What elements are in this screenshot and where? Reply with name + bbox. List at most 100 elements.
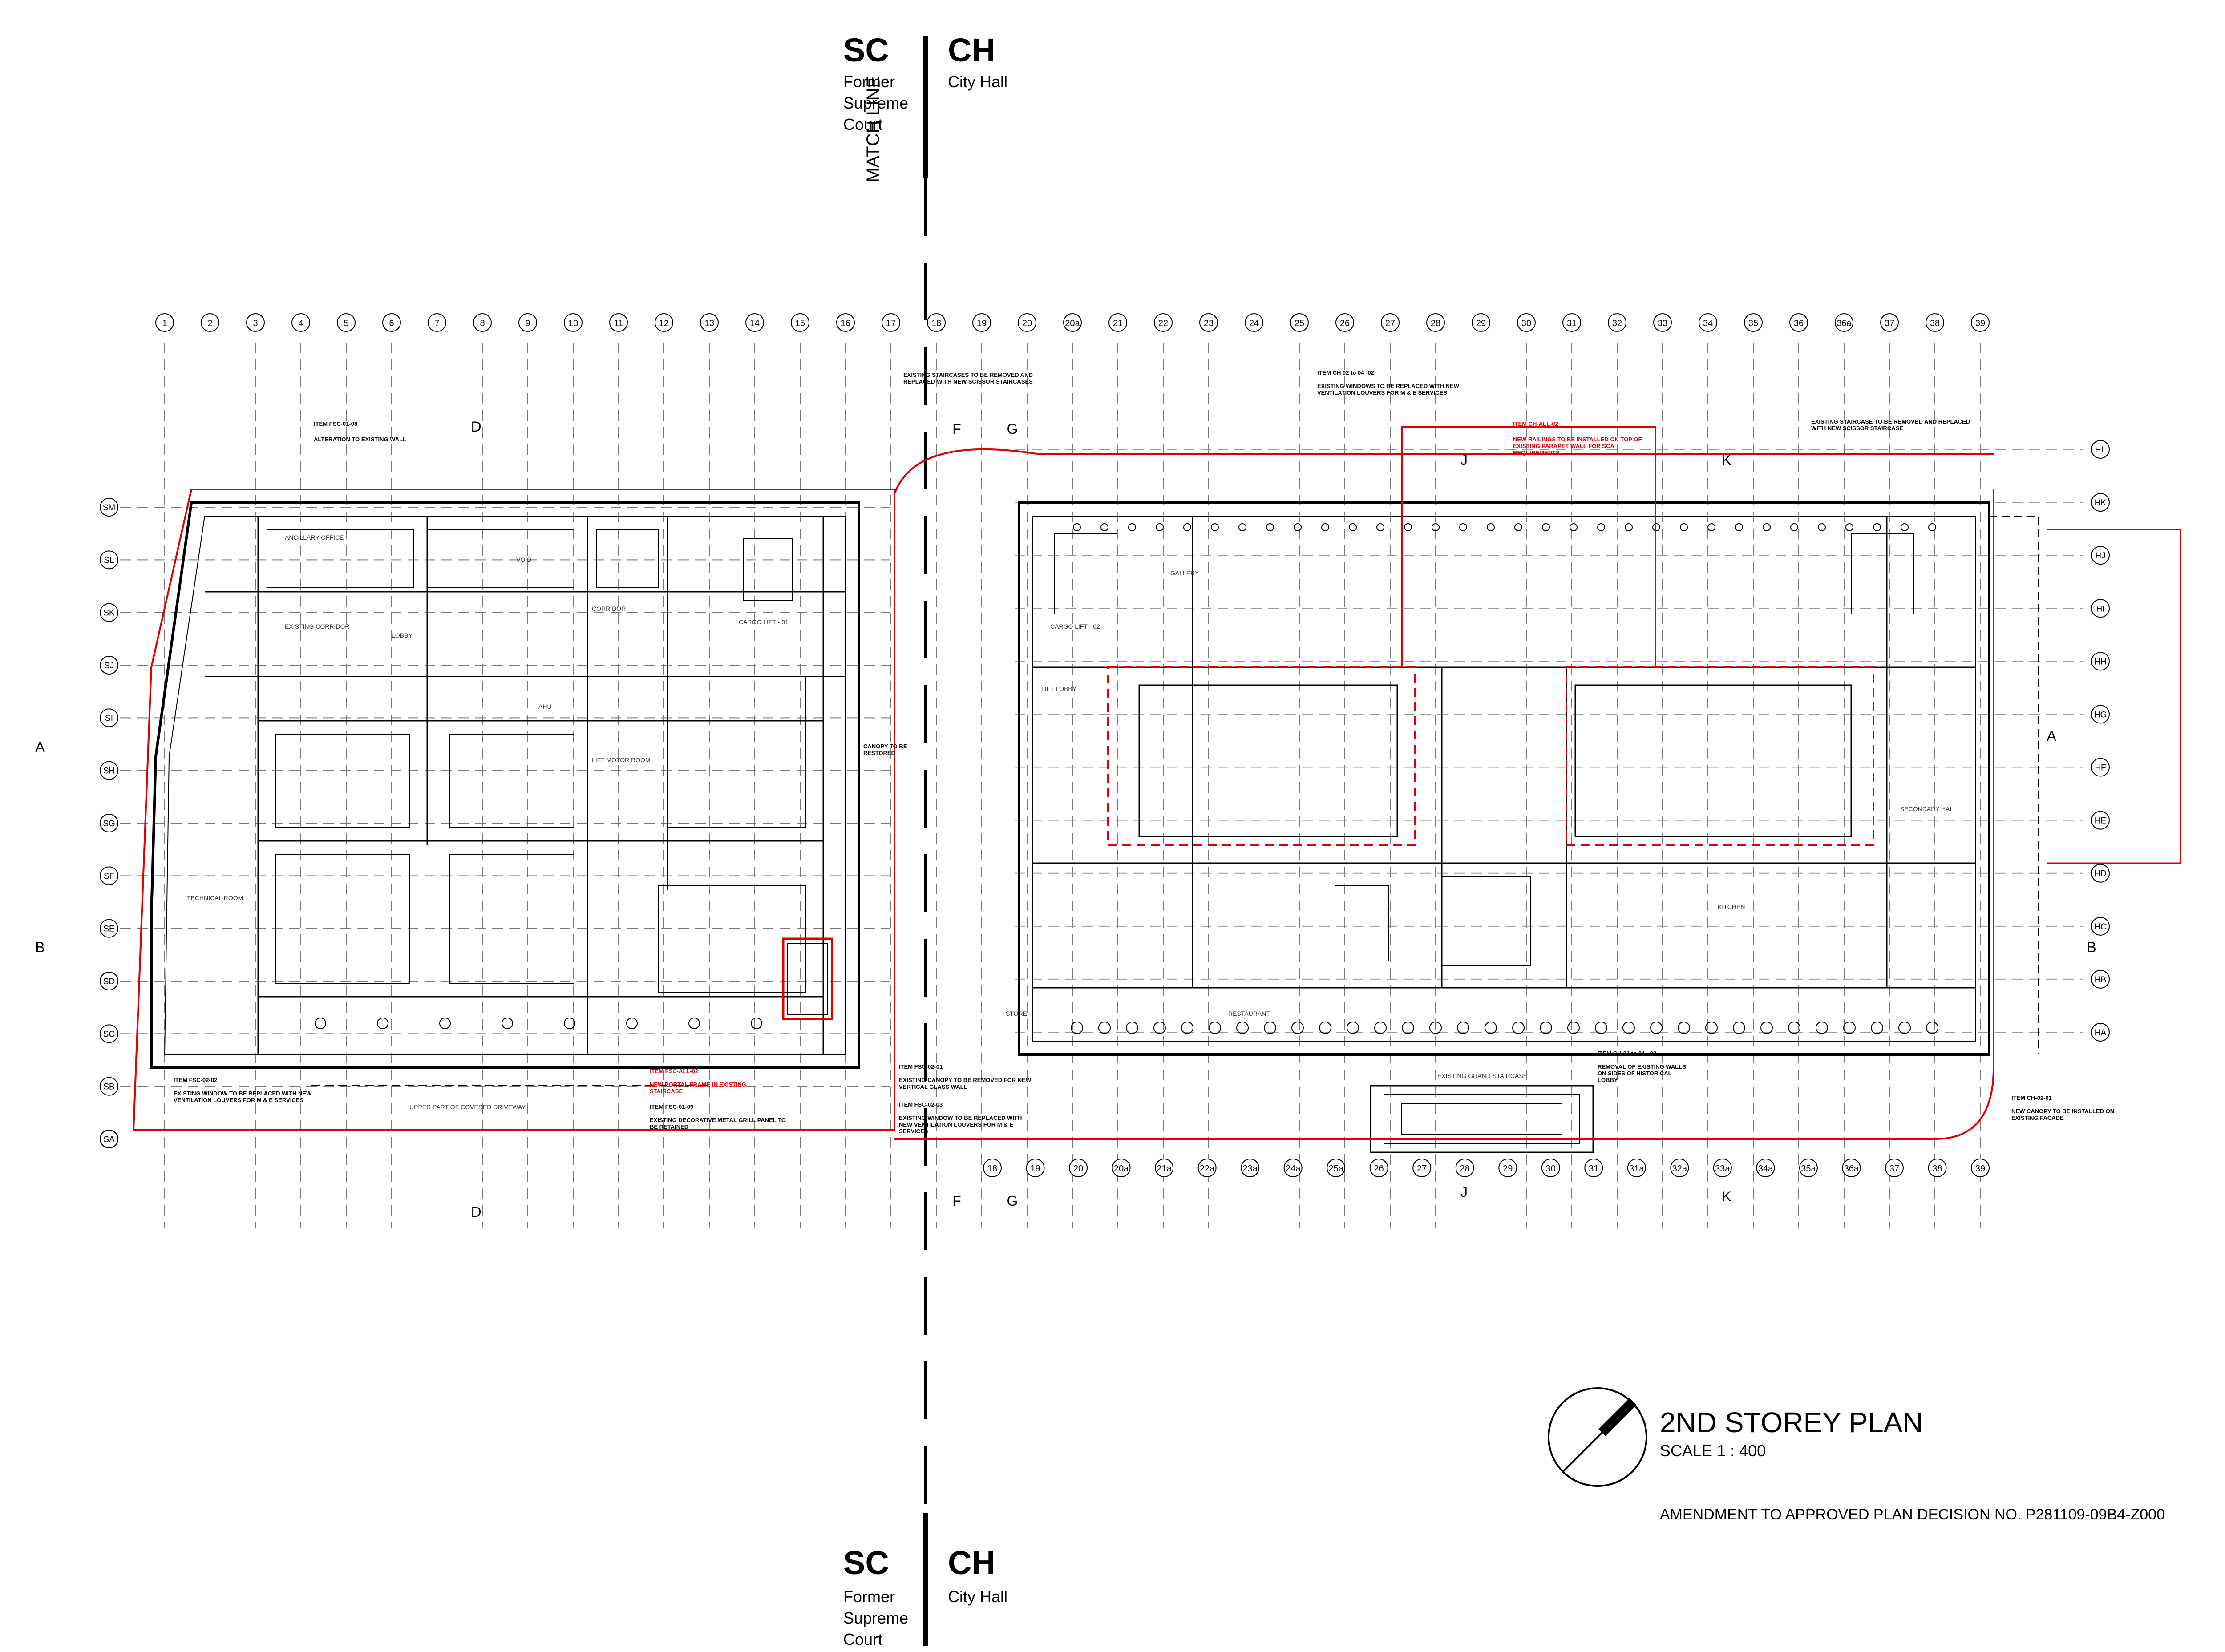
column-dot <box>1429 1022 1442 1034</box>
grid-column-label: 17 <box>886 319 896 328</box>
grid-bubble <box>1541 1159 1560 1177</box>
grid-column-label: 22a <box>1200 1164 1215 1174</box>
column-dot <box>1707 523 1715 531</box>
grid-bubble <box>1971 1159 1990 1177</box>
building-name-ch-bottom: City Hall <box>948 1587 1008 1606</box>
note-text: REMOVAL OF EXISTING WALLS ON SIDES OF HI… <box>1598 1063 1686 1083</box>
grid-column-label: 39 <box>1975 1164 1985 1174</box>
grid-bubble <box>791 313 809 332</box>
grid-bubble <box>609 313 628 332</box>
grid-column-label: 1 <box>162 319 167 328</box>
grid-column-label: 6 <box>389 319 394 328</box>
grid-column-label: 2 <box>207 319 212 328</box>
grid-bubble <box>1426 313 1445 332</box>
grid-row-label: SA <box>103 1135 115 1144</box>
grid-row-label: HL <box>2095 445 2106 455</box>
grid-bubble <box>100 972 118 990</box>
grid-column-label: 11 <box>614 319 623 328</box>
section-marker-f: F <box>952 1193 961 1209</box>
grid-column-label: 8 <box>480 319 485 328</box>
grid-column-label: 29 <box>1476 319 1486 328</box>
grid-column-label: 38 <box>1930 319 1940 328</box>
grid-column-label: 30 <box>1546 1164 1556 1174</box>
grid-bubble <box>1455 1159 1474 1177</box>
room-label: EXISTING CORRIDOR <box>285 623 350 630</box>
column-dot <box>1542 523 1550 531</box>
grid-column-label: 10 <box>568 319 578 328</box>
grid-bubble <box>1245 313 1263 332</box>
column-dot <box>1098 1022 1111 1034</box>
column-dot <box>1816 1022 1828 1034</box>
section-marker-k: K <box>1722 1188 1731 1204</box>
room-label: CARGO LIFT - 01 <box>739 618 789 626</box>
building-code-sc-bottom: SC <box>843 1544 889 1581</box>
grid-column-label: 22 <box>1158 319 1168 328</box>
grid-column-label: 15 <box>795 319 805 328</box>
column-dot <box>1432 523 1440 531</box>
grid-bubble <box>1155 1159 1174 1177</box>
grid-bubble <box>1381 313 1400 332</box>
grid-row-label: HC <box>2094 922 2106 932</box>
grid-bubble <box>1412 1159 1432 1177</box>
grid-bubble <box>100 1130 118 1148</box>
grid-column-label: 20 <box>1022 319 1032 328</box>
grid-bubble <box>100 919 118 938</box>
grid-row-label: SE <box>103 925 114 934</box>
column-dot <box>1567 1022 1580 1034</box>
grid-bubble <box>473 313 492 332</box>
grid-column-label: 26 <box>1340 319 1350 328</box>
column-dot <box>1294 523 1302 531</box>
note-item: ITEM FSC-02-02 <box>174 1077 218 1083</box>
drawing-scale: SCALE 1 : 400 <box>1660 1442 1766 1460</box>
building-code-sc-top: SC <box>843 32 889 69</box>
column-dot <box>1071 1022 1083 1034</box>
grid-column-label: 25 <box>1295 319 1304 328</box>
grid-bubble <box>1108 313 1127 332</box>
note-text: EXISTING WINDOW TO BE REPLACED WITH NEW … <box>174 1090 312 1103</box>
column-dot <box>1733 1022 1745 1034</box>
column-dot <box>1760 1022 1773 1034</box>
column-dot <box>1209 1022 1221 1034</box>
grid-column-label: 32 <box>1612 319 1622 328</box>
grid-bubble <box>291 313 310 332</box>
grid-column-label: 38 <box>1932 1164 1942 1174</box>
column-dot <box>1319 1022 1331 1034</box>
note-item: ITEM FSC-01-08 <box>314 420 358 427</box>
grid-row-label: SI <box>105 714 113 723</box>
grid-row-label: SB <box>103 1082 114 1092</box>
column-dot <box>1073 523 1081 531</box>
room-label: LOBBY <box>392 632 413 639</box>
grid-bubble <box>2091 811 2110 830</box>
grid-column-label: 32a <box>1672 1164 1687 1174</box>
grid-column-label: 18 <box>987 1164 997 1174</box>
note-text: EXISTING WINDOW TO BE REPLACED WITH NEW … <box>899 1115 1022 1135</box>
column-dot <box>1845 523 1853 531</box>
grid-column-label: 12 <box>659 319 669 328</box>
grid-bubble <box>1842 1159 1861 1177</box>
grid-row-label: SM <box>103 503 116 513</box>
column-dot <box>1374 1022 1387 1034</box>
section-marker-k: K <box>1722 452 1731 468</box>
grid-column-label: 14 <box>750 319 760 328</box>
column-dot <box>1680 523 1688 531</box>
grid-column-label: 36a <box>1837 319 1852 328</box>
section-marker-a: A <box>2047 728 2056 744</box>
room-label: ANCILLARY OFFICE <box>285 534 344 541</box>
grid-row-label: HH <box>2094 657 2106 666</box>
grid-column-label: 35a <box>1801 1164 1816 1174</box>
grid-bubble <box>246 313 265 332</box>
grid-row-label: SK <box>103 609 115 618</box>
note-item: ITEM FSC-02-01 <box>899 1063 943 1070</box>
note-item: ITEM CH 02 to 04 -02 <box>1317 369 1374 376</box>
room-label: LIFT LOBBY <box>1041 685 1077 692</box>
grid-bubble <box>972 313 991 332</box>
grid-column-label: 29 <box>1503 1164 1513 1174</box>
grid-row-label: SH <box>103 767 115 776</box>
section-marker-g: G <box>1007 421 1018 437</box>
note-text: NEW CANOPY TO BE INSTALLED ON EXISTING F… <box>2011 1108 2115 1121</box>
grid-bubble <box>2091 864 2110 883</box>
room-label: CARGO LIFT - 02 <box>1050 623 1100 630</box>
room-label: VOID <box>516 556 532 563</box>
grid-bubble <box>836 313 855 332</box>
